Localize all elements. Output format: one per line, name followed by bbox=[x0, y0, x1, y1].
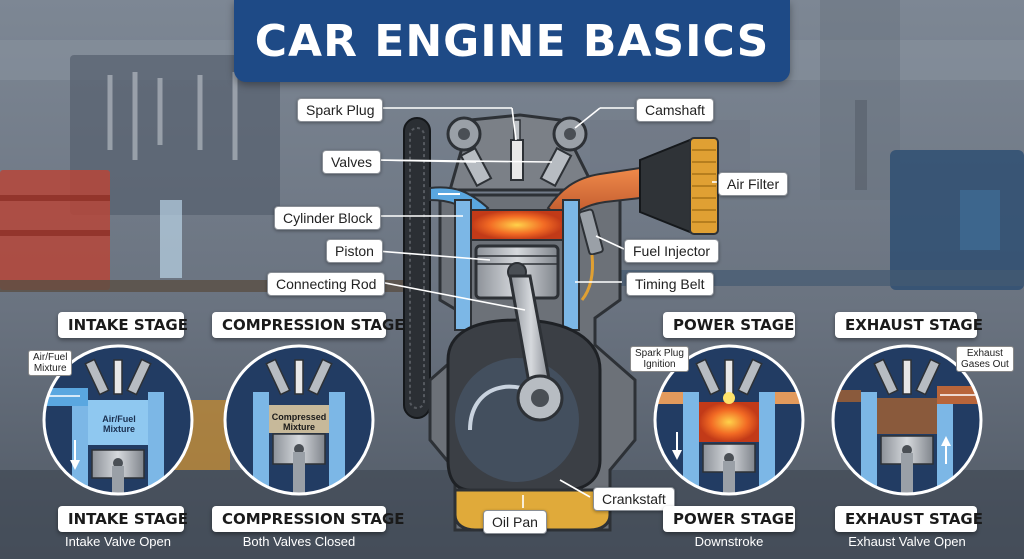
label-valves: Valves bbox=[322, 150, 381, 174]
stage-subtitle-compression: Both Valves Closed bbox=[242, 534, 356, 549]
stage-subtitle-exhaust: Exhaust Valve Open bbox=[848, 534, 966, 549]
stage-subtitle-intake: Intake Valve Open bbox=[65, 534, 171, 549]
page-title: CAR ENGINE BASICS bbox=[254, 15, 770, 67]
label-air-filter: Air Filter bbox=[718, 172, 789, 196]
stage-title-intake: INTAKE STAGE bbox=[58, 312, 188, 338]
label-connecting-rod: Connecting Rod bbox=[267, 272, 386, 296]
label-camshaft: Camshaft bbox=[636, 98, 714, 122]
title-banner: CAR ENGINE BASICS bbox=[234, 0, 790, 82]
label-crankshaft: Crankstaft bbox=[593, 487, 675, 511]
stage-title-power: POWER STAGE bbox=[663, 312, 795, 338]
stage-bottom-title-compression: COMPRESSION STAGE bbox=[212, 506, 405, 532]
label-spark-plug: Spark Plug bbox=[297, 98, 384, 122]
callout-air-fuel-mixture: Air/Fuel Mixture bbox=[28, 350, 73, 376]
callout-exhaust-gases-out: Exhaust Gases Out bbox=[956, 346, 1014, 372]
callout-spark-plug-ignition: Spark Plug Ignition bbox=[630, 346, 689, 372]
chamber-text-intake: Air/Fuel Mixture bbox=[102, 414, 136, 434]
label-oil-pan: Oil Pan bbox=[483, 510, 547, 534]
stage-title-compression: COMPRESSION STAGE bbox=[212, 312, 405, 338]
stage-bottom-title-intake: INTAKE STAGE bbox=[58, 506, 188, 532]
label-timing-belt: Timing Belt bbox=[626, 272, 714, 296]
stage-subtitle-power: Downstroke bbox=[694, 534, 764, 549]
label-fuel-injector: Fuel Injector bbox=[624, 239, 720, 263]
chamber-text-compression: Compressed Mixture bbox=[271, 412, 327, 432]
label-piston: Piston bbox=[326, 239, 383, 263]
label-cylinder-block: Cylinder Block bbox=[274, 206, 382, 230]
stage-title-exhaust: EXHAUST STAGE bbox=[835, 312, 983, 338]
stage-bottom-title-power: POWER STAGE bbox=[663, 506, 795, 532]
stage-bottom-title-exhaust: EXHAUST STAGE bbox=[835, 506, 983, 532]
